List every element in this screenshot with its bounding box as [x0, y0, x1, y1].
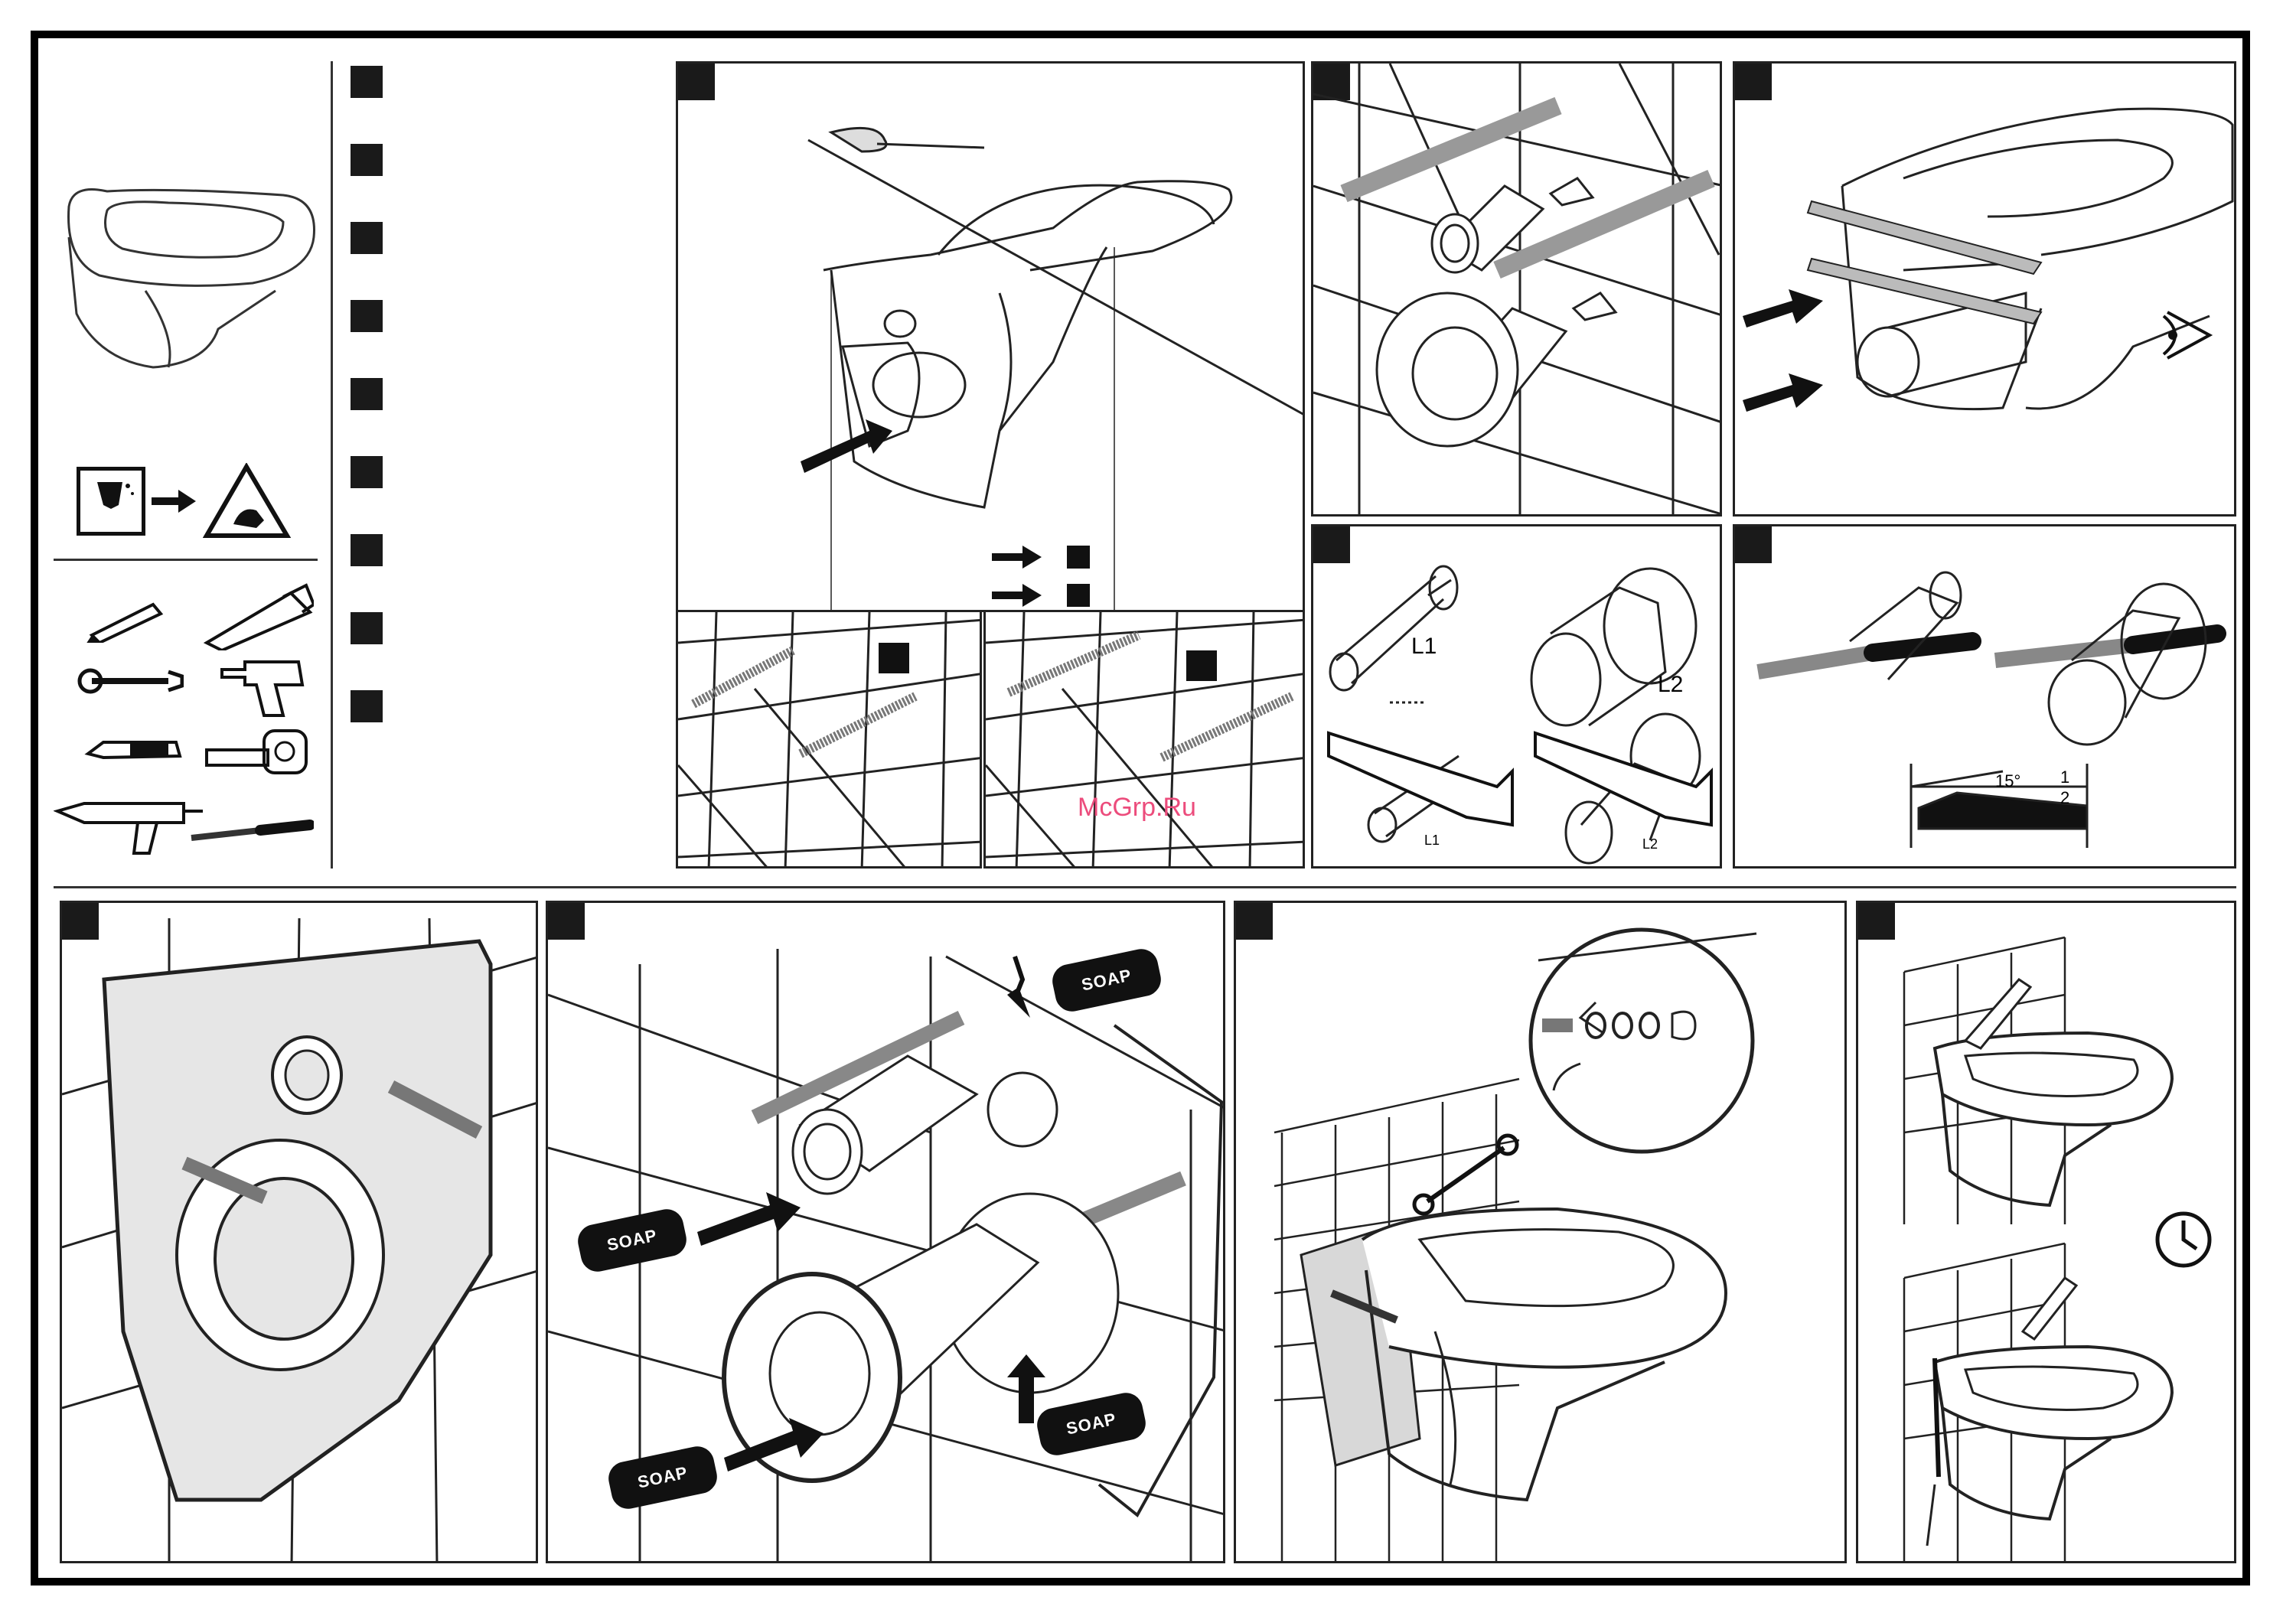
- fraction-numerator: 1: [2060, 768, 2070, 787]
- power-drill-icon: [220, 660, 305, 717]
- eye-icon: [2162, 311, 2213, 360]
- step-pipe-parts-panel: [1311, 61, 1722, 517]
- tile-rods-panel-1: [676, 610, 982, 869]
- angle-label: 15°: [1995, 771, 2021, 790]
- step-number-box: [1735, 526, 1772, 563]
- label-l1: L1: [1411, 634, 1437, 659]
- step-number-box: [678, 64, 715, 100]
- step-measure-panel: [676, 61, 1305, 612]
- step-box-8: [351, 612, 383, 644]
- wear-gloves-icon: [202, 462, 292, 539]
- step-number-box: [1313, 64, 1350, 100]
- soap-assembly-drawing: [548, 949, 1223, 1561]
- fragile-glass-icon: [77, 467, 145, 536]
- step-number-box: [548, 903, 585, 940]
- clock-icon: [2155, 1211, 2212, 1268]
- step-rulers-panel: [1733, 61, 2236, 517]
- seal-silicone-drawing: [1903, 936, 2212, 1561]
- pipe-parts-drawing: [1313, 64, 1720, 514]
- tile-rods-panel-2: [983, 610, 1305, 869]
- step-box-1: [351, 66, 383, 98]
- label-l2-small: L2: [1642, 836, 1658, 852]
- pencil-icon: [86, 602, 164, 643]
- tape-measure-icon: [205, 729, 308, 774]
- column-divider: [331, 61, 333, 869]
- step-chamfer-panel: 15° 1 2: [1733, 524, 2236, 869]
- step-box-9: [351, 690, 383, 722]
- page-frame: [31, 31, 2250, 1586]
- step-soap-panel: SOAP SOAP SOAP SOAP: [546, 901, 1225, 1563]
- step-number-box: [1858, 903, 1895, 940]
- step-box-5: [351, 378, 383, 410]
- wrench-tool-icon: [1412, 1133, 1519, 1216]
- toilet-overview-drawing: [67, 188, 315, 369]
- sealant-gun-icon: [54, 802, 203, 855]
- tile-grid-drawing-2: [986, 612, 1303, 866]
- label-l1-small: L1: [1424, 833, 1440, 848]
- watermark: McGrp.Ru: [1078, 793, 1196, 822]
- step-box-4: [351, 300, 383, 332]
- step-cut-length-panel: L1 L2 L1 L2: [1311, 524, 1722, 869]
- step-box-7: [351, 534, 383, 566]
- cut-length-drawing: [1327, 565, 1713, 865]
- rulers-drawing: [1743, 107, 2234, 412]
- toilet-measure-drawing: [801, 126, 1303, 610]
- mount-toilet-drawing: [1274, 927, 1757, 1561]
- wrench-icon: [77, 668, 184, 694]
- row-divider: [54, 886, 2236, 888]
- step-box-3: [351, 222, 383, 254]
- step-number-box: [1735, 64, 1772, 100]
- step-number-box: [1236, 903, 1273, 940]
- overview-panel: [54, 61, 333, 869]
- step-number-box: [1313, 526, 1350, 563]
- utility-knife-icon: [84, 741, 182, 760]
- arrow-right-icon: [152, 490, 196, 513]
- step-gasket-panel: [60, 901, 538, 1563]
- step-box-6: [351, 456, 383, 488]
- hand-saw-icon: [203, 583, 314, 650]
- divider: [54, 559, 318, 561]
- gasket-plate-drawing: [62, 917, 536, 1561]
- tile-grid-drawing: [678, 612, 980, 866]
- chamfer-drawing: [1756, 571, 2226, 848]
- step-seal-panel: [1856, 901, 2236, 1563]
- label-l2: L2: [1658, 672, 1684, 697]
- step-box-2: [351, 144, 383, 176]
- fraction-denominator: 2: [2060, 788, 2070, 807]
- step-number-box: [62, 903, 99, 940]
- drill-bit-icon: [191, 820, 314, 841]
- step-mount-panel: [1234, 901, 1847, 1563]
